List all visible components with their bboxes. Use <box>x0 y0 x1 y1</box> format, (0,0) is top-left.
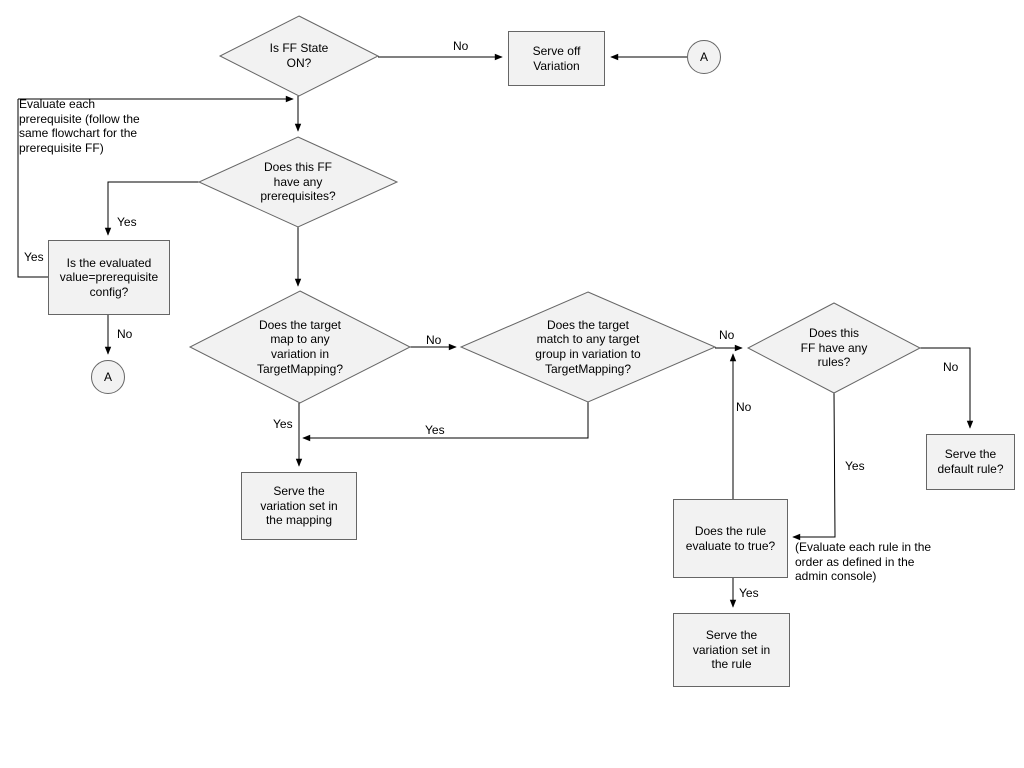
edge-d4-yes-to-mapping <box>302 402 589 442</box>
edge-label-ffstate-no: No <box>453 39 469 53</box>
box-serve-off-variation: Serve off Variation <box>508 31 605 86</box>
edge-label-rules-no: No <box>943 360 959 374</box>
box-evaluated-value: Is the evaluated value=prerequisite conf… <box>48 240 170 315</box>
diamond-label-target-map: Does the target map to any variation in … <box>256 317 344 376</box>
edge-d5-no-to-default <box>920 347 974 429</box>
connector-a-left: A <box>91 360 125 394</box>
diamond-has-rules <box>746 302 922 394</box>
edge-label-match-yes: Yes <box>425 423 445 437</box>
note-evaluate-prerequisites: Evaluate each prerequisite (follow the s… <box>19 97 140 155</box>
edge-label-rule-false-no: No <box>736 400 752 414</box>
edge-d2-yes-to-eval <box>104 181 199 236</box>
diamond-label-has-prerequisites: Does this FF have any prerequisites? <box>260 160 336 204</box>
diamond-has-prerequisites <box>197 136 399 228</box>
edge-label-map-no: No <box>426 333 442 347</box>
edge-label-rule-true-yes: Yes <box>739 586 759 600</box>
diamond-target-match <box>459 291 717 403</box>
edge-label-prereq-yes: Yes <box>117 215 137 229</box>
box-serve-default-rule: Serve the default rule? <box>926 434 1015 490</box>
edge-label-match-no: No <box>719 328 735 342</box>
edge-label-rules-yes: Yes <box>845 459 865 473</box>
box-rule-evaluates: Does the rule evaluate to true? <box>673 499 788 578</box>
diamond-label-is-ff-state-on: Is FF State ON? <box>269 41 329 70</box>
diamond-is-ff-state-on <box>218 15 380 97</box>
edge-d5-yes-to-ruleeval <box>792 392 836 541</box>
box-serve-rule: Serve the variation set in the rule <box>673 613 790 687</box>
edge-label-evaluated-no: No <box>117 327 133 341</box>
box-serve-mapping: Serve the variation set in the mapping <box>241 472 357 540</box>
edge-eval-yes-loop <box>17 99 48 278</box>
connector-a-top: A <box>687 40 721 74</box>
diamond-label-target-match: Does the target match to any target grou… <box>535 317 641 376</box>
note-evaluate-rules: (Evaluate each rule in the order as defi… <box>795 540 932 584</box>
diamond-target-map <box>188 290 412 404</box>
edge-label-map-yes: Yes <box>273 417 293 431</box>
edge-label-evaluated-yes: Yes <box>24 250 44 264</box>
diamond-label-has-rules: Does this FF have any rules? <box>800 326 868 370</box>
